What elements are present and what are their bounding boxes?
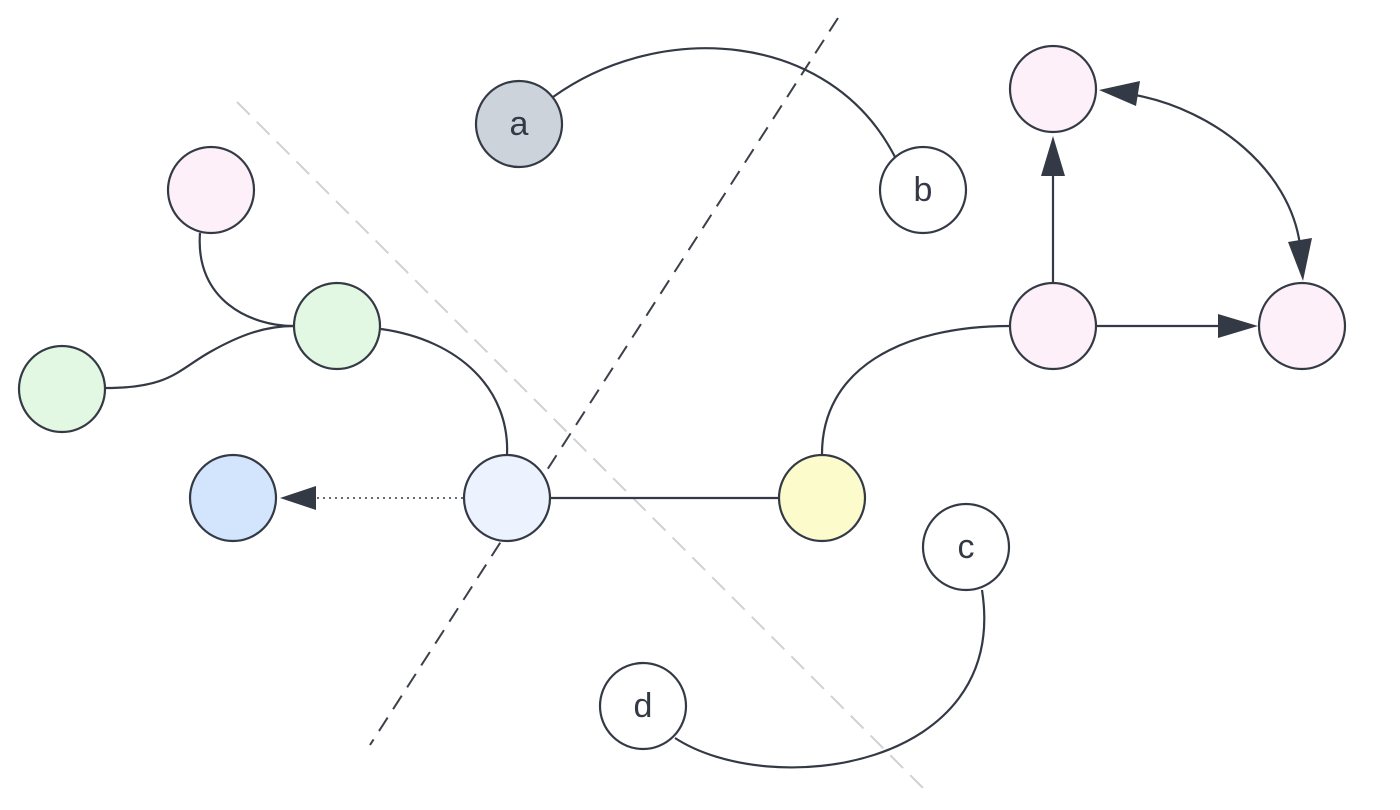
- node-yellow[interactable]: [777, 453, 867, 543]
- edge-pink-top-to-pink-far-right[interactable]: [1134, 93, 1302, 246]
- arrowhead-blue: [280, 486, 316, 510]
- node-a-label: a: [510, 105, 529, 143]
- node-pink-far-right[interactable]: [1257, 281, 1347, 371]
- node-d[interactable]: d: [598, 661, 688, 751]
- arrowhead-pink-far-right-end: [1288, 238, 1312, 281]
- node-green-mid[interactable]: [292, 281, 382, 371]
- node-b[interactable]: b: [878, 145, 968, 235]
- node-c-label: c: [958, 528, 975, 566]
- edge-d-c[interactable]: [674, 589, 986, 769]
- node-d-label: d: [634, 687, 653, 725]
- arrowhead-pink-far-right: [1218, 314, 1258, 338]
- arrowhead-pink-top-left-end: [1099, 81, 1140, 106]
- edge-a-b[interactable]: [552, 47, 896, 158]
- arrowhead-pink-top: [1041, 136, 1065, 176]
- dark-dashed-divider: [369, 17, 839, 746]
- node-blue[interactable]: [188, 453, 278, 543]
- edge-pink-to-green[interactable]: [198, 232, 295, 328]
- node-a[interactable]: a: [474, 79, 564, 169]
- node-pink-right-top[interactable]: [1008, 44, 1098, 134]
- edge-yellow-to-pink[interactable]: [820, 324, 1011, 455]
- node-pink-top-left[interactable]: [166, 145, 256, 235]
- edge-green-to-center[interactable]: [380, 327, 509, 456]
- node-light-blue-center[interactable]: [462, 453, 552, 543]
- node-green-left[interactable]: [17, 344, 107, 434]
- node-c[interactable]: c: [921, 502, 1011, 592]
- node-b-label: b: [914, 171, 933, 209]
- node-pink-right-mid[interactable]: [1008, 281, 1098, 371]
- light-dashed-divider: [236, 101, 931, 796]
- edge-green-left-to-green[interactable]: [105, 324, 295, 390]
